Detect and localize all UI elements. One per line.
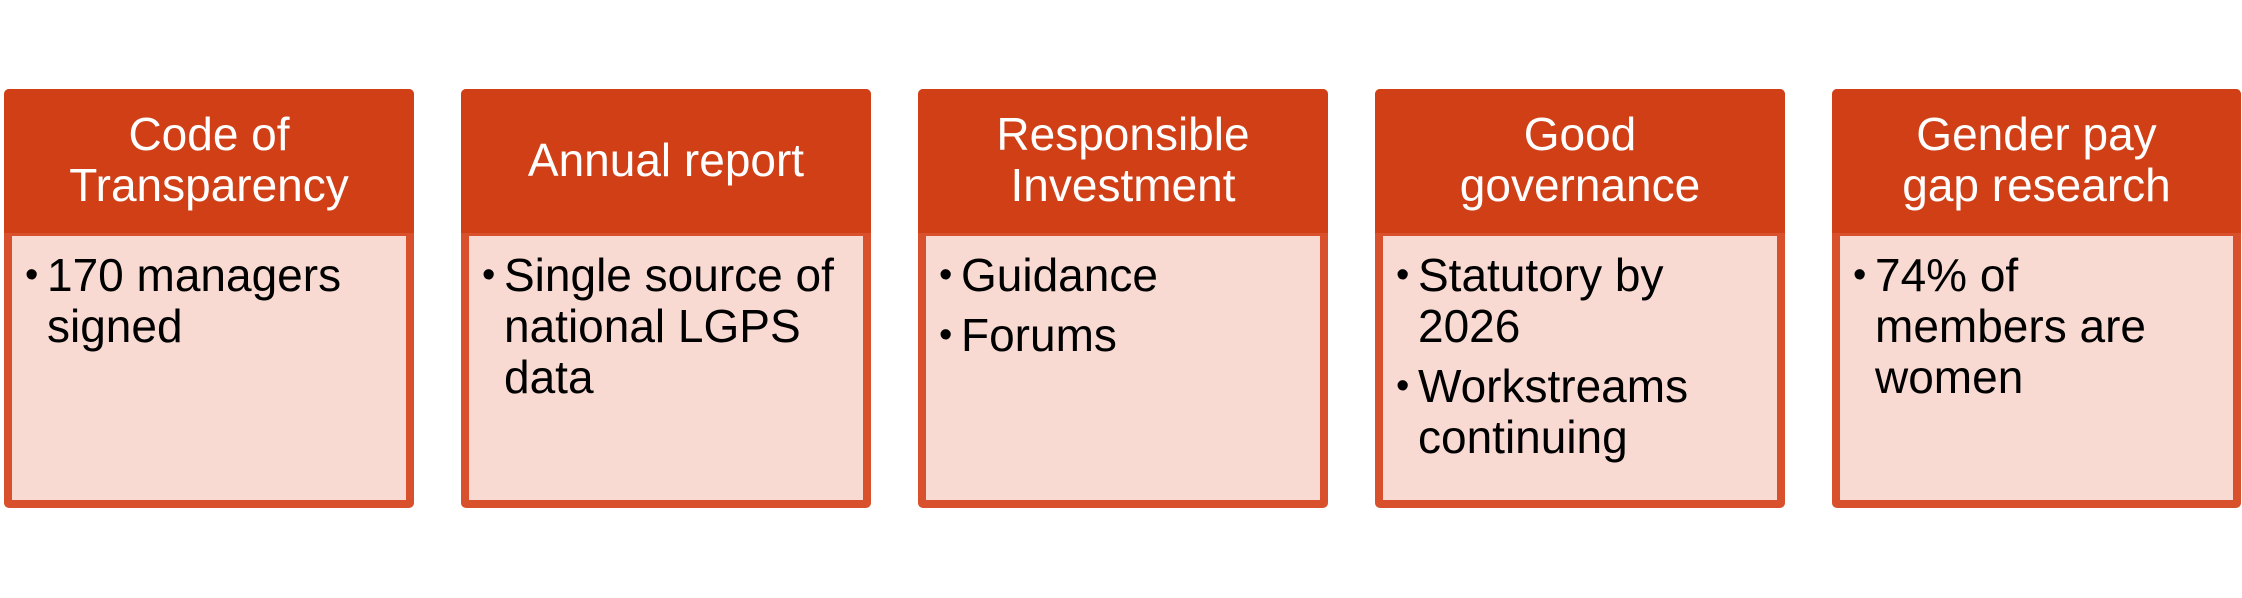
bullet-list: • 170 managers signed	[25, 250, 396, 352]
bullet-list: • Single source of national LGPS data	[482, 250, 853, 403]
card-code-of-transparency: Code of Transparency • 170 managers sign…	[4, 89, 414, 508]
card-body: • Guidance • Forums	[926, 236, 1320, 500]
bullet-text: Statutory by 2026	[1418, 249, 1664, 352]
card-header: Annual report	[461, 89, 871, 233]
bullet-text: Guidance	[961, 249, 1158, 301]
bullet-text: 74% of members are women	[1875, 249, 2146, 403]
card-header: Code of Transparency	[4, 89, 414, 233]
bullet-item: • Guidance	[939, 250, 1310, 301]
bullet-icon: •	[1396, 365, 1410, 407]
bullet-icon: •	[939, 314, 953, 356]
card-good-governance: Good governance • Statutory by 2026 • Wo…	[1375, 89, 1785, 508]
card-title: Annual report	[527, 133, 805, 186]
card-title: Good governance	[1459, 108, 1701, 211]
bullet-text: Single source of national LGPS data	[504, 249, 834, 403]
bullet-item: • 74% of members are women	[1853, 250, 2185, 403]
card-annual-report: Annual report • Single source of nationa…	[461, 89, 871, 508]
bullet-list: • Guidance • Forums	[939, 250, 1310, 361]
bullet-item: • 170 managers signed	[25, 250, 396, 352]
card-responsible-investment: Responsible Investment • Guidance • Foru…	[918, 89, 1328, 508]
bullet-icon: •	[1853, 254, 1867, 296]
bullet-item: • Single source of national LGPS data	[482, 250, 834, 403]
bullet-item: • Workstreams continuing	[1396, 361, 1748, 463]
card-body: • Single source of national LGPS data	[469, 236, 863, 500]
card-header: Good governance	[1375, 89, 1785, 233]
bullet-item: • Forums	[939, 310, 1310, 361]
bullet-text: 170 managers signed	[47, 249, 342, 352]
card-gender-pay-gap-research: Gender pay gap research • 74% of members…	[1832, 89, 2241, 508]
bullet-text: Forums	[961, 309, 1117, 361]
bullet-list: • 74% of members are women	[1853, 250, 2223, 403]
bullet-icon: •	[482, 254, 496, 296]
card-header: Gender pay gap research	[1832, 89, 2241, 233]
bullet-item: • Statutory by 2026	[1396, 250, 1708, 352]
bullet-list: • Statutory by 2026 • Workstreams contin…	[1396, 250, 1767, 463]
card-body: • Statutory by 2026 • Workstreams contin…	[1383, 236, 1777, 500]
card-title: Responsible Investment	[996, 108, 1250, 211]
card-header: Responsible Investment	[918, 89, 1328, 233]
card-title: Gender pay gap research	[1902, 108, 2171, 211]
bullet-icon: •	[25, 254, 39, 296]
bullet-text: Workstreams continuing	[1418, 360, 1689, 463]
card-body: • 74% of members are women	[1840, 236, 2233, 500]
bullet-icon: •	[939, 254, 953, 296]
card-body: • 170 managers signed	[12, 236, 406, 500]
bullet-icon: •	[1396, 254, 1410, 296]
card-title: Code of Transparency	[69, 108, 349, 211]
